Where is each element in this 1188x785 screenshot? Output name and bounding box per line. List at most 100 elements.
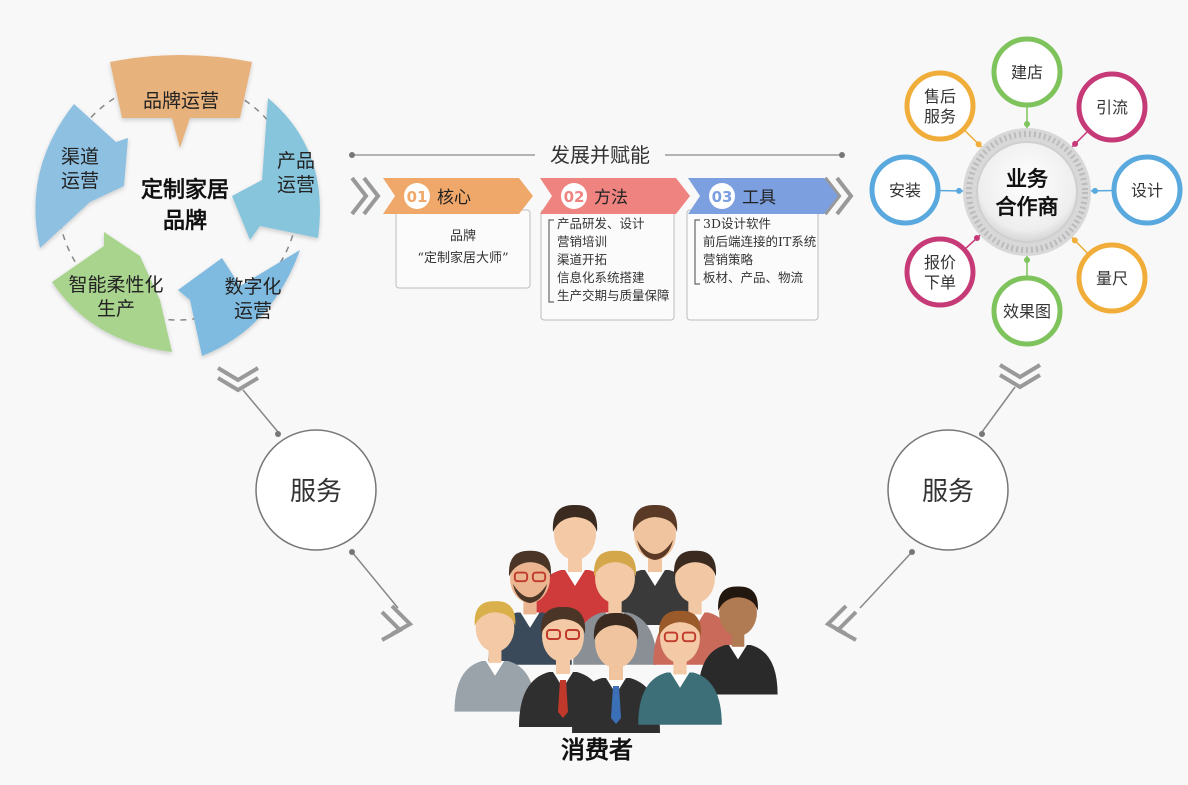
step-item: 板材、产品、物流 <box>703 270 804 285</box>
person-figure <box>454 601 536 712</box>
person-body <box>454 661 536 712</box>
title-line-dot-left <box>349 152 355 158</box>
brand-segment-label: 运营 <box>234 300 272 322</box>
partner-node-circle <box>1076 242 1148 314</box>
partner-node-circle <box>1111 154 1183 226</box>
chevron-right-icon <box>350 176 381 216</box>
spoke-dot <box>1024 257 1030 263</box>
partner-node-label: 设计 <box>1131 181 1163 200</box>
person-neck <box>488 648 502 663</box>
brand-segment-label: 渠道 <box>61 146 99 168</box>
step-item: 3D设计软件 <box>703 216 771 231</box>
partner-node-circle <box>904 70 976 142</box>
person-neck <box>608 599 622 615</box>
spoke-dot <box>975 141 982 148</box>
person-hair <box>540 606 586 634</box>
spoke-dot <box>1072 140 1079 147</box>
person-beard <box>637 540 673 560</box>
person-glasses <box>565 629 580 640</box>
chevron-left-icon <box>824 604 858 642</box>
person-hair <box>552 504 598 532</box>
person-collar <box>729 645 747 660</box>
person-collar <box>670 672 690 688</box>
brand-segment-label: 运营 <box>61 170 99 192</box>
title-line-dot-right <box>839 152 845 158</box>
partner-node-label: 建店 <box>1011 63 1043 82</box>
person-collar <box>485 661 505 676</box>
person-head <box>660 613 700 663</box>
service-circle-right <box>887 429 1009 551</box>
person-head <box>554 508 596 560</box>
connector-line <box>981 386 1016 433</box>
step-item: 信息化系统搭建 <box>557 270 645 285</box>
partner-node-circle <box>1076 71 1148 143</box>
person-beard <box>512 584 548 603</box>
person-neck <box>568 556 582 572</box>
brand-segment-shape <box>52 232 172 352</box>
spoke-dot <box>1024 121 1030 127</box>
step-number: 02 <box>564 188 585 206</box>
person-hair <box>632 504 678 532</box>
brand-center-line2: 品牌 <box>163 208 207 234</box>
hub-inner-circle <box>976 141 1078 243</box>
person-glasses <box>513 571 529 583</box>
brand-segment-label: 数字化 <box>224 276 281 298</box>
service-circle-left <box>255 429 377 551</box>
step-item: 渠道开拓 <box>557 252 607 267</box>
person-collar <box>520 612 540 628</box>
step-item: 品牌 <box>450 228 476 244</box>
connector-line <box>859 551 913 609</box>
spoke-dot <box>1091 187 1098 194</box>
step-label: 核心 <box>437 188 471 208</box>
person-glasses <box>546 629 561 640</box>
consumer-group-illustration <box>454 504 778 733</box>
person-figure <box>638 610 722 725</box>
step-label: 工具 <box>742 188 776 208</box>
partner-node-circle <box>869 154 941 226</box>
person-head <box>719 589 757 636</box>
step-bracket <box>548 219 554 303</box>
person-neck <box>731 632 745 647</box>
service-connector-right: 服务 <box>824 363 1042 642</box>
step-item: 营销培训 <box>557 234 607 249</box>
person-hair <box>508 550 552 577</box>
person-head <box>542 610 584 662</box>
person-neck <box>609 664 623 680</box>
brand-segment-shape <box>110 55 252 148</box>
partner-node-circle <box>904 236 976 308</box>
person-head <box>595 553 635 603</box>
step-item: “定制家居大师” <box>417 250 508 266</box>
person-neck <box>688 599 702 615</box>
partner-node-circle <box>991 275 1063 347</box>
connector-dot <box>979 431 985 437</box>
brand-center-line1: 定制家居 <box>141 177 229 203</box>
step-item: 产品研发、设计 <box>557 216 645 231</box>
person-hair <box>593 612 639 640</box>
person-tie <box>611 686 621 724</box>
brand-segment-label: 运营 <box>277 174 315 196</box>
step-item: 生产交期与质量保障 <box>557 288 670 303</box>
person-hair <box>658 610 702 637</box>
person-head <box>675 553 715 603</box>
step-bracket <box>694 219 700 285</box>
partner-center-line1: 业务 <box>1006 167 1049 191</box>
person-figure <box>698 586 778 695</box>
person-tie <box>558 680 568 718</box>
person-glasses <box>531 571 547 583</box>
partner-node-label: 量尺 <box>1096 269 1128 288</box>
person-body <box>698 645 778 695</box>
person-neck <box>648 556 662 572</box>
person-neck <box>673 659 687 675</box>
person-glasses <box>681 631 697 643</box>
step-number: 03 <box>712 188 733 206</box>
brand-segment-label: 生产 <box>97 298 135 320</box>
step-label: 方法 <box>594 188 628 208</box>
person-glasses <box>663 631 679 643</box>
partner-node-label: 下单 <box>924 273 956 292</box>
connector-line <box>351 551 399 609</box>
service-label-right: 服务 <box>922 477 974 507</box>
